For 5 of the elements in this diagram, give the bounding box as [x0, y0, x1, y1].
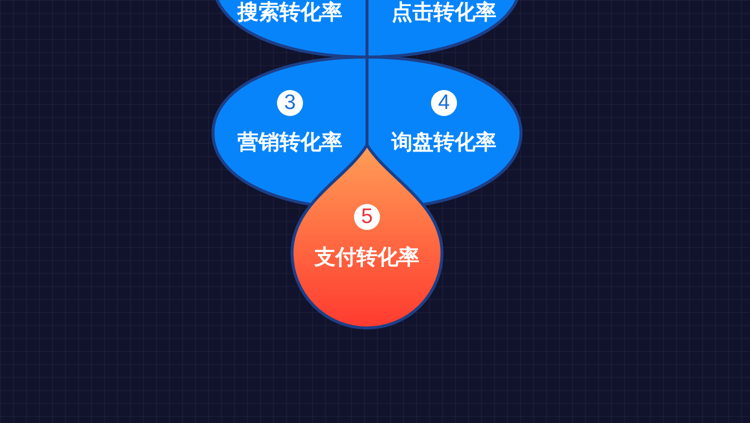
stage-label: 询盘转化率	[392, 130, 496, 156]
stage-label: 支付转化率	[314, 245, 420, 271]
stage-label: 点击转化率	[392, 0, 496, 26]
stage-label: 营销转化率	[238, 130, 342, 156]
stage-label: 搜索转化率	[238, 0, 342, 26]
